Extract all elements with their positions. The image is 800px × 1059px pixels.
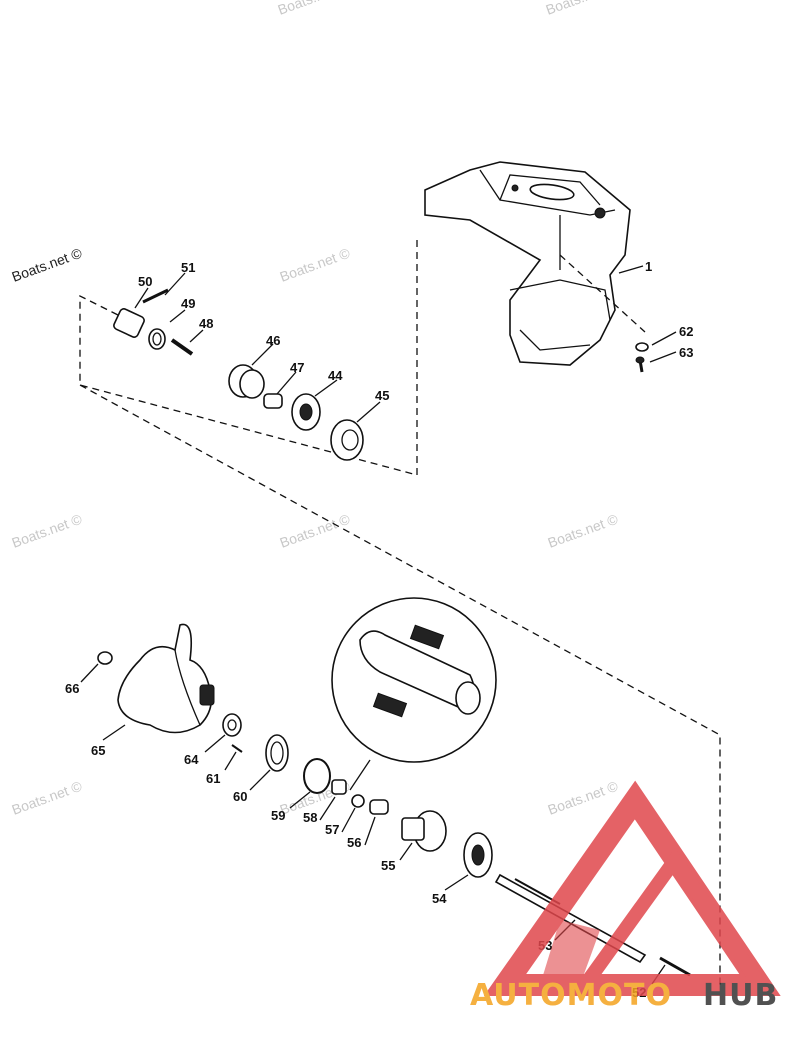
part-50-clutch <box>113 308 145 338</box>
part-label-56: 56 <box>347 835 361 850</box>
part-label-65: 65 <box>91 743 105 758</box>
watermark: Boats.net © <box>278 510 353 550</box>
part-label-44: 44 <box>328 368 343 383</box>
part-label-60: 60 <box>233 789 247 804</box>
leader-lines <box>80 265 677 985</box>
part-label-54: 54 <box>432 891 447 906</box>
logo-text-hub: HUB <box>703 978 778 1013</box>
part-label-64: 64 <box>184 752 199 767</box>
part-label-62: 62 <box>679 324 693 339</box>
watermark: Boats.net © <box>278 244 353 284</box>
automotohub-logo: AUTOMOTO HUB <box>470 780 781 1013</box>
part-label-45: 45 <box>375 388 389 403</box>
part-label-49: 49 <box>181 296 195 311</box>
upper-parts <box>113 288 649 461</box>
part-label-51: 51 <box>181 260 195 275</box>
part-label-46: 46 <box>266 333 280 348</box>
part-label-50: 50 <box>138 274 152 289</box>
watermark: Boats.net © <box>544 0 619 18</box>
watermark: Boats.net © <box>546 510 621 550</box>
part-label-59: 59 <box>271 808 285 823</box>
logo-text-automoto: AUTOMOTO <box>470 978 672 1013</box>
part-label-63: 63 <box>679 345 693 360</box>
watermark: Boats.net © <box>10 244 85 284</box>
part-label-57: 57 <box>325 822 339 837</box>
part-label-47: 47 <box>290 360 304 375</box>
part-label-58: 58 <box>303 810 317 825</box>
gear-housing <box>424 161 631 366</box>
detail-inset <box>331 597 497 791</box>
part-label-48: 48 <box>199 316 213 331</box>
watermark: Boats.net © <box>10 777 85 817</box>
lower-parts <box>97 623 691 977</box>
part-label-1: 1 <box>645 259 652 274</box>
watermark: Boats.net © <box>546 777 621 817</box>
assembly-dashed-lines <box>79 240 721 985</box>
part-label-66: 66 <box>65 681 79 696</box>
part-label-55: 55 <box>381 858 395 873</box>
watermark: Boats.net © <box>276 0 351 18</box>
watermark: Boats.net © <box>10 510 85 550</box>
part-label-61: 61 <box>206 771 220 786</box>
